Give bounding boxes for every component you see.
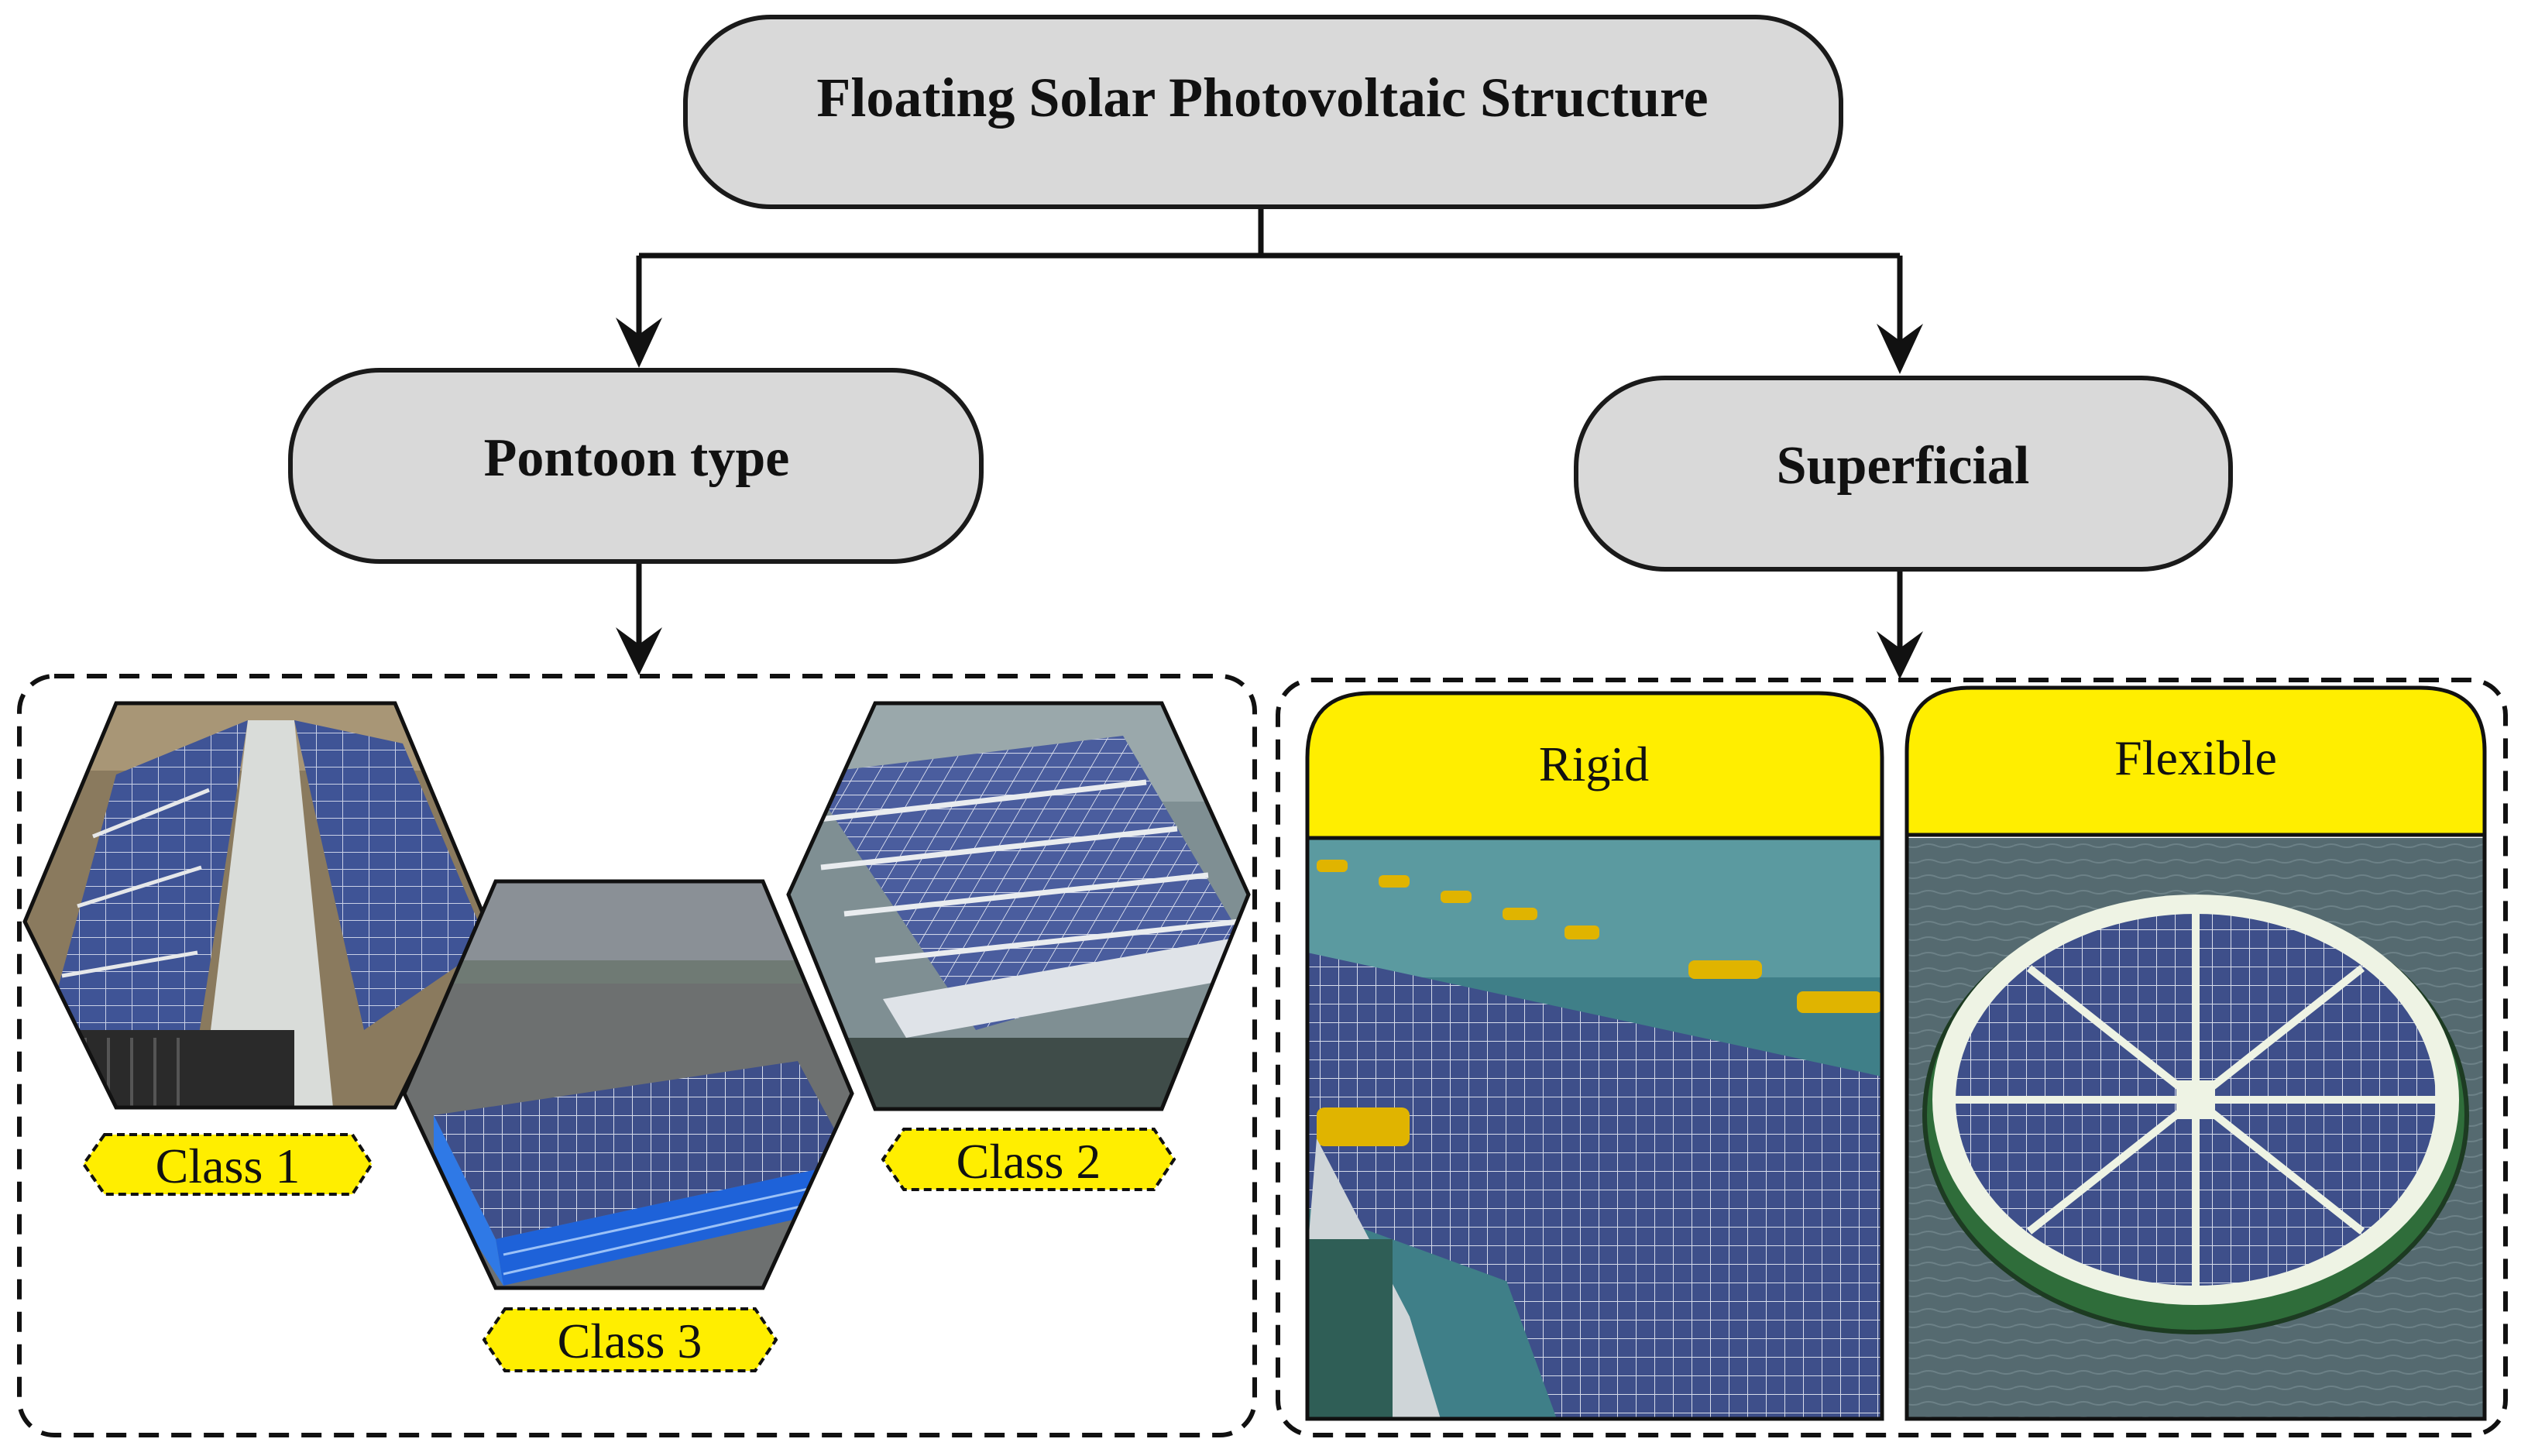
arrow-to-pontoon <box>616 318 662 368</box>
class1-label: Class 1 <box>156 1138 301 1193</box>
pontoon-node: Pontoon type <box>288 368 984 564</box>
class2-label: Class 2 <box>957 1134 1101 1189</box>
title-text: Floating Solar Photovoltaic Structure <box>816 67 1708 129</box>
rigid-label: Rigid <box>1539 737 1649 792</box>
arrowheads <box>616 318 1923 679</box>
flexible-photo <box>1907 838 2484 1419</box>
connector-lines <box>636 205 1903 654</box>
class3-photo <box>402 879 854 1290</box>
class1-photo <box>22 701 489 1110</box>
flexible-card: Flexible <box>1904 685 2487 1421</box>
arrow-to-pontoon-group <box>616 627 662 675</box>
class2-tag: Class 2 <box>881 1128 1176 1191</box>
superficial-node: Superficial <box>1574 376 2233 572</box>
superficial-label: Superficial <box>1777 436 2030 496</box>
class3-label: Class 3 <box>558 1313 702 1368</box>
pontoon-label: Pontoon type <box>484 428 790 488</box>
class2-photo <box>786 701 1251 1111</box>
pontoon-group-box <box>17 674 1257 1437</box>
class3-tag: Class 3 <box>482 1307 778 1372</box>
rigid-card: Rigid <box>1305 691 1884 1421</box>
arrow-to-superficial-group <box>1877 631 1923 679</box>
flexible-label: Flexible <box>2114 730 2277 785</box>
arrow-to-superficial <box>1877 324 1923 374</box>
rigid-photo <box>1307 838 1880 1419</box>
title-node: Floating Solar Photovoltaic Structure <box>683 15 1843 209</box>
class1-tag: Class 1 <box>81 1133 374 1196</box>
